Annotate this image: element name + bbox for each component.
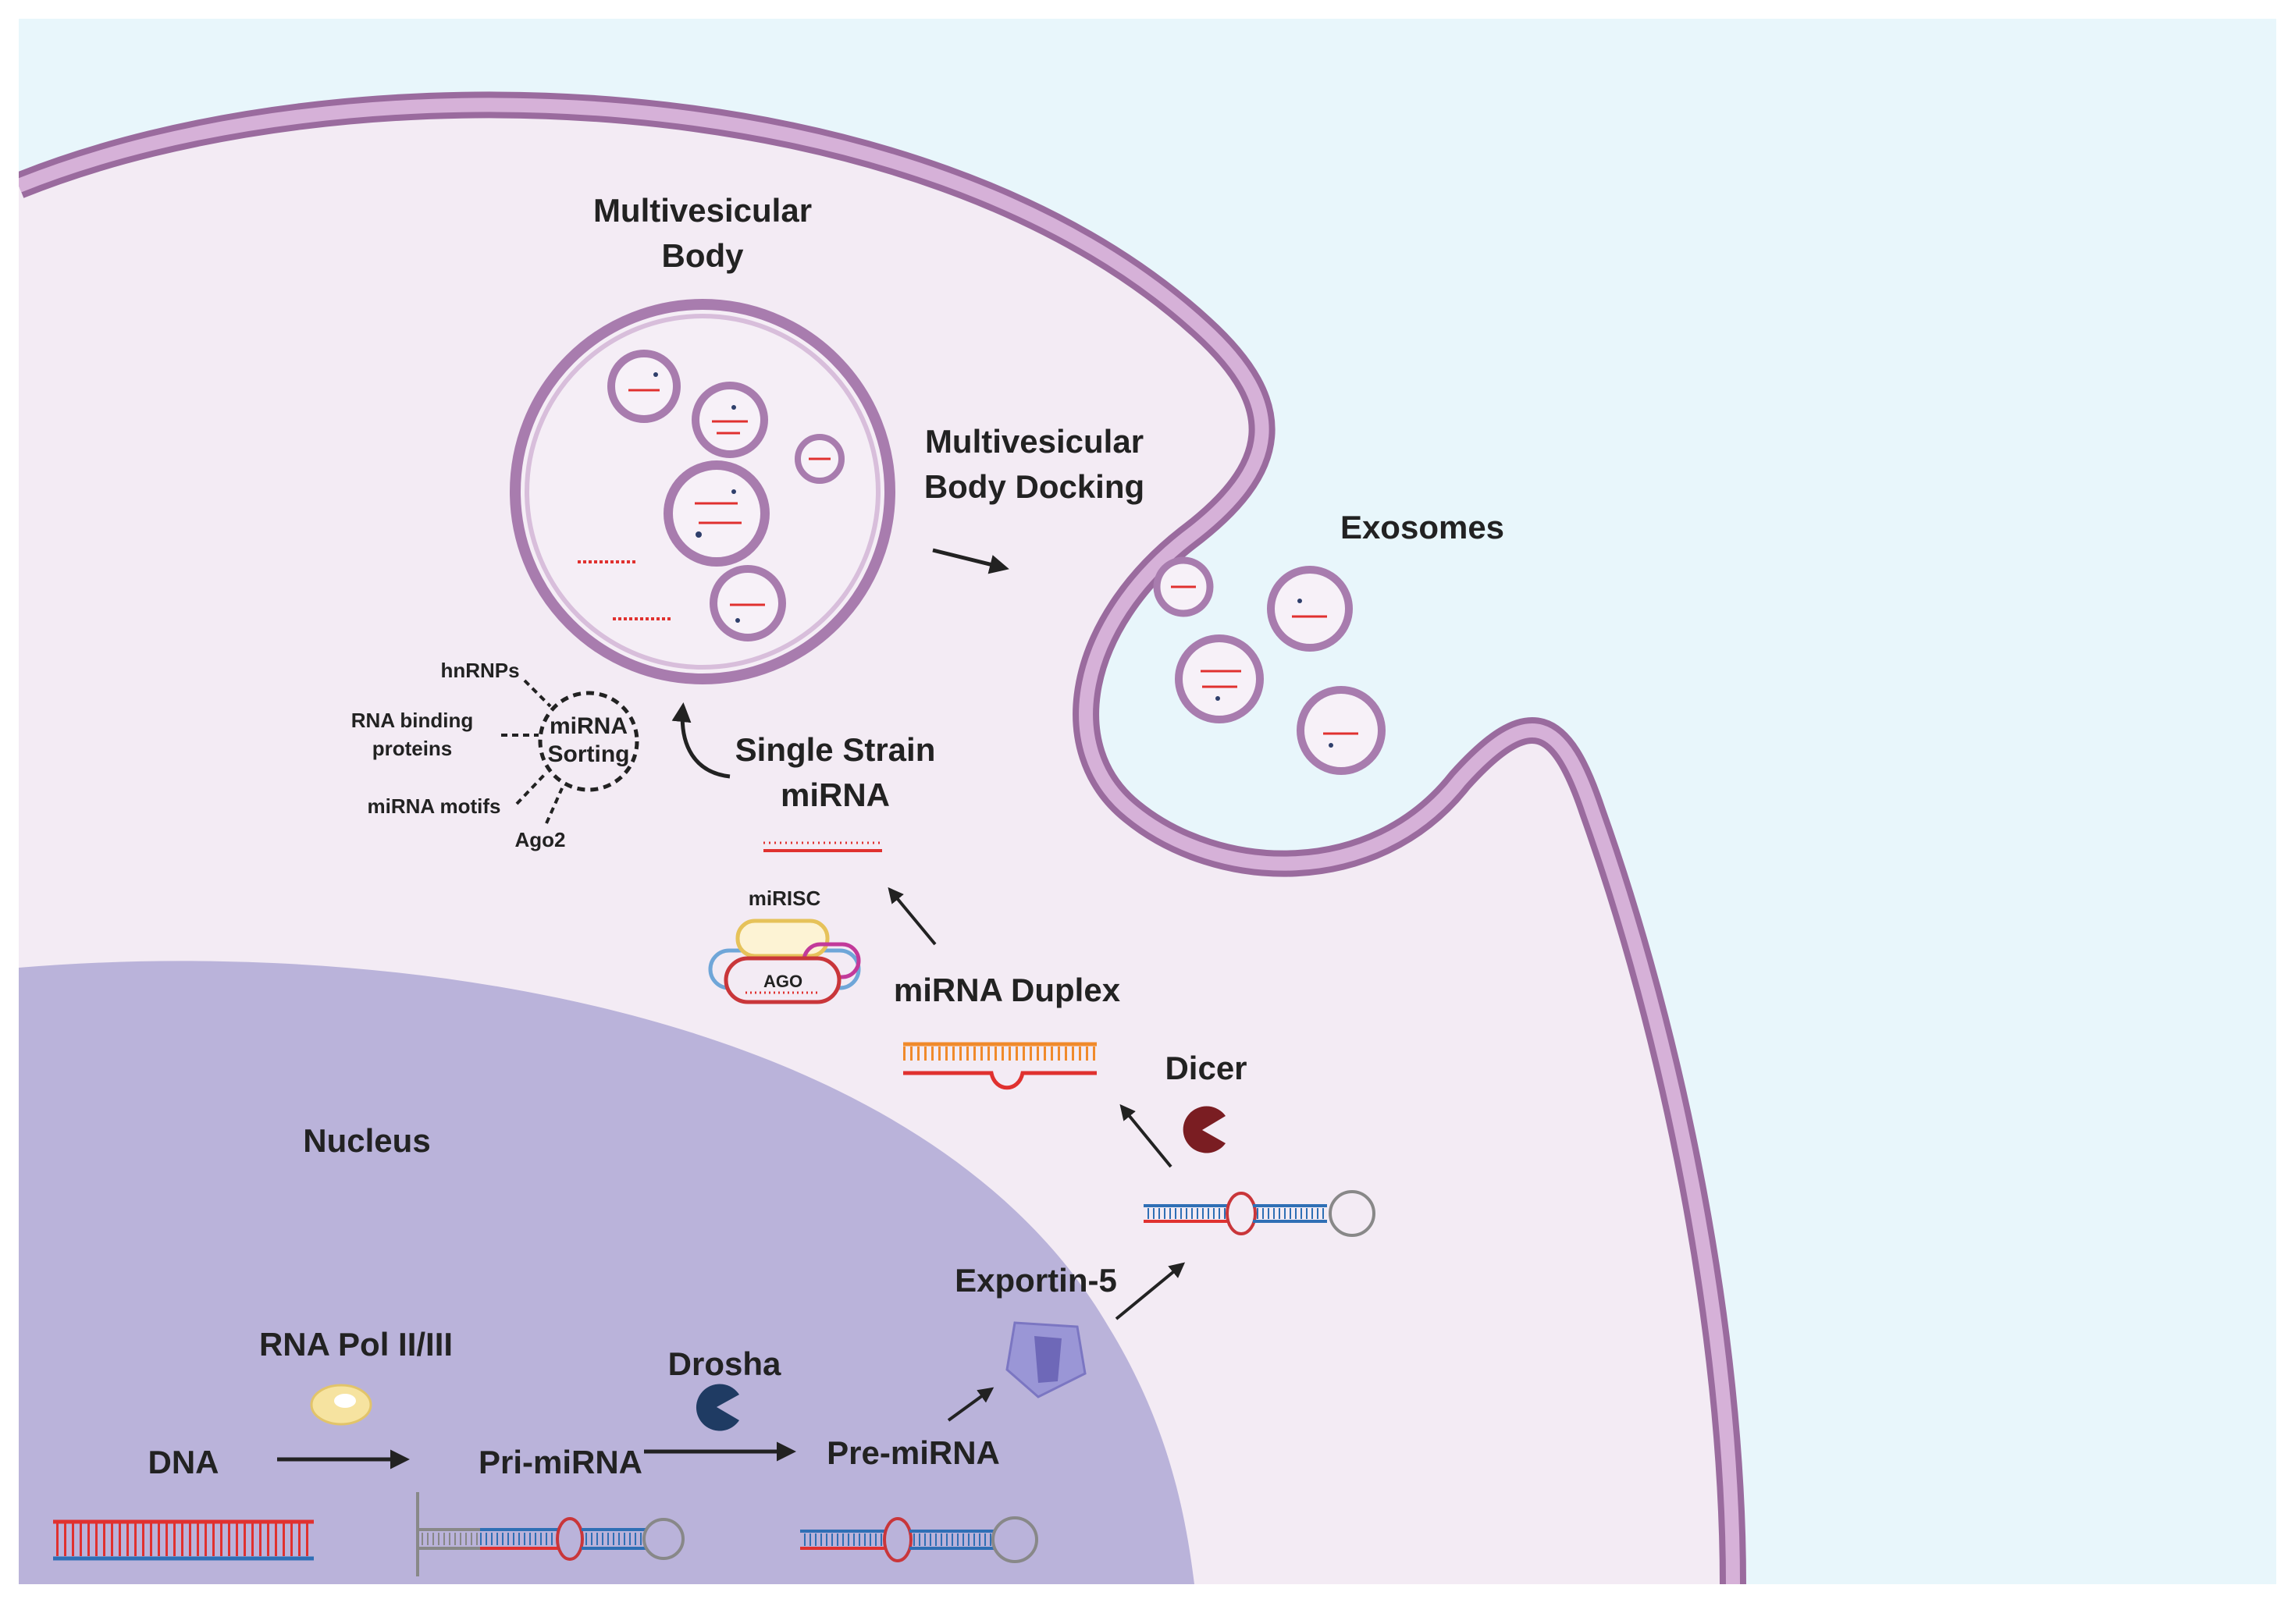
intraluminal-vesicle — [692, 382, 768, 458]
intraluminal-vesicle — [664, 460, 770, 567]
dicer-arrow — [1119, 1103, 1172, 1168]
drosha-label: Drosha — [668, 1345, 781, 1382]
dicer-label: Dicer — [1165, 1050, 1247, 1086]
docking-arrow — [932, 548, 1009, 574]
exportin-channel-icon — [1005, 1321, 1087, 1398]
to-exportin-arrow — [947, 1387, 994, 1422]
pre-mirna-label: Pre-miRNA — [827, 1434, 1000, 1471]
motifs-connector — [515, 771, 548, 805]
mirna-motifs-label: miRNA motifs — [368, 794, 501, 818]
ago-label: AGO — [763, 972, 802, 991]
rbp-label-line2: proteins — [372, 737, 453, 760]
nucleus-region — [19, 961, 1194, 1584]
rna-polymerase-icon — [310, 1384, 372, 1426]
single-strand-label: Single Strain — [735, 731, 936, 768]
intraluminal-vesicle — [795, 434, 845, 484]
intraluminal-vesicle — [607, 350, 681, 423]
nucleus-label: Nucleus — [303, 1122, 430, 1159]
hnrnps-connector — [523, 679, 552, 708]
mvb-label: Multivesicular — [593, 192, 812, 229]
pri-mirna-label: Pri-miRNA — [479, 1444, 642, 1480]
single-strand-label-line2: miRNA — [781, 776, 890, 813]
mirna-duplex-label: miRNA Duplex — [894, 972, 1121, 1008]
exportin-label: Exportin-5 — [955, 1262, 1117, 1299]
mvb-label-line2: Body — [662, 237, 745, 274]
pri-mirna-hairpin — [416, 1492, 685, 1576]
exosome — [1153, 556, 1214, 617]
hnrnps-label: hnRNPs — [440, 659, 519, 682]
mirisc-complex — [708, 919, 861, 1004]
rna-pol-label: RNA Pol II/III — [259, 1326, 453, 1363]
export-arrow — [1115, 1262, 1186, 1320]
rbp-label: RNA binding — [351, 709, 473, 732]
exosome — [1175, 634, 1264, 723]
sorting-arrow — [671, 702, 731, 779]
intraluminal-vesicle — [710, 565, 786, 641]
mirisc-arrow — [888, 887, 937, 946]
drosha-pacman-icon — [696, 1384, 739, 1431]
mirisc-label: miRISC — [749, 887, 821, 910]
single-strand-mirna — [763, 841, 882, 852]
sorting-label-line2: Sorting — [548, 741, 630, 767]
mirna-sorting-circle — [538, 691, 639, 792]
dicer-pacman-icon — [1183, 1106, 1226, 1153]
sorting-label: miRNA — [550, 713, 628, 739]
mvb-docking-label: Multivesicular — [925, 423, 1144, 460]
exosome — [1297, 686, 1386, 775]
dna-double-strand — [53, 1519, 314, 1561]
dna-label: DNA — [148, 1444, 219, 1480]
mvb-docking-label-line2: Body Docking — [924, 468, 1144, 505]
pre-mirna-hairpin — [800, 1516, 1038, 1563]
exosomes-label: Exosomes — [1340, 509, 1504, 545]
ago2-label: Ago2 — [515, 828, 566, 851]
cell-membrane — [19, 98, 1740, 1584]
cytoplasmic-pre-mirna — [1144, 1190, 1375, 1237]
mirna-duplex — [903, 1042, 1097, 1090]
exosome — [1267, 566, 1353, 652]
multivesicular-body — [510, 299, 895, 684]
